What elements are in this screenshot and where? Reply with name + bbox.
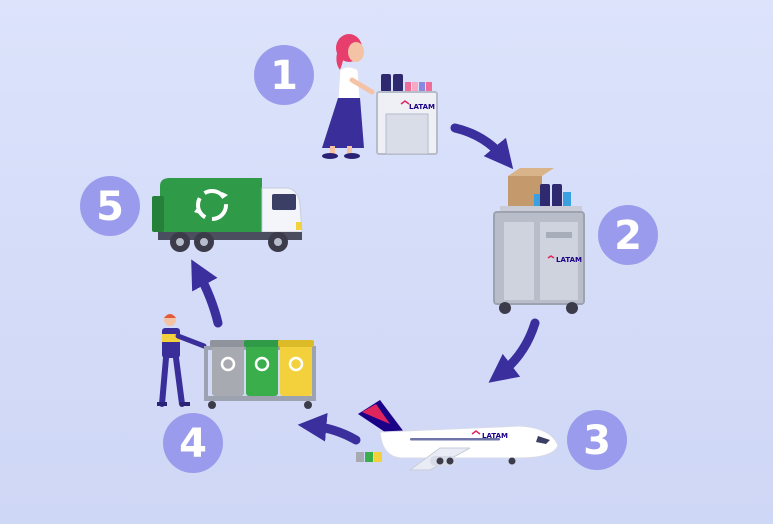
catering-cart-icon: LATAM — [493, 168, 585, 314]
step-3-number: 3 — [583, 418, 611, 464]
arrow-icon — [191, 259, 223, 328]
arrow-icon — [297, 412, 361, 445]
step-5-number: 5 — [96, 184, 124, 230]
step-3-badge: 3 — [567, 410, 627, 470]
cart-logo-text: LATAM — [556, 256, 582, 264]
recycling-bins-icon — [204, 340, 316, 409]
flight-attendant-icon — [322, 34, 375, 159]
worker-icon — [157, 314, 207, 407]
step-4-badge: 4 — [163, 413, 223, 473]
step-2-number: 2 — [614, 213, 642, 259]
arrow-icon — [450, 123, 514, 170]
airplane-icon: LATAM — [356, 400, 559, 471]
step-2-badge: 2 — [598, 205, 658, 265]
step-5-badge: 5 — [80, 176, 140, 236]
cart-logo-text: LATAM — [409, 103, 435, 111]
garbage-truck-icon — [152, 178, 303, 252]
step-1-number: 1 — [270, 53, 298, 99]
catering-cart-icon: LATAM — [376, 74, 438, 155]
arrow-icon — [488, 318, 540, 383]
airplane-logo-text: LATAM — [482, 432, 508, 440]
recycle-icon — [194, 189, 228, 221]
step-1-badge: 1 — [254, 45, 314, 105]
step-4-number: 4 — [179, 421, 207, 467]
